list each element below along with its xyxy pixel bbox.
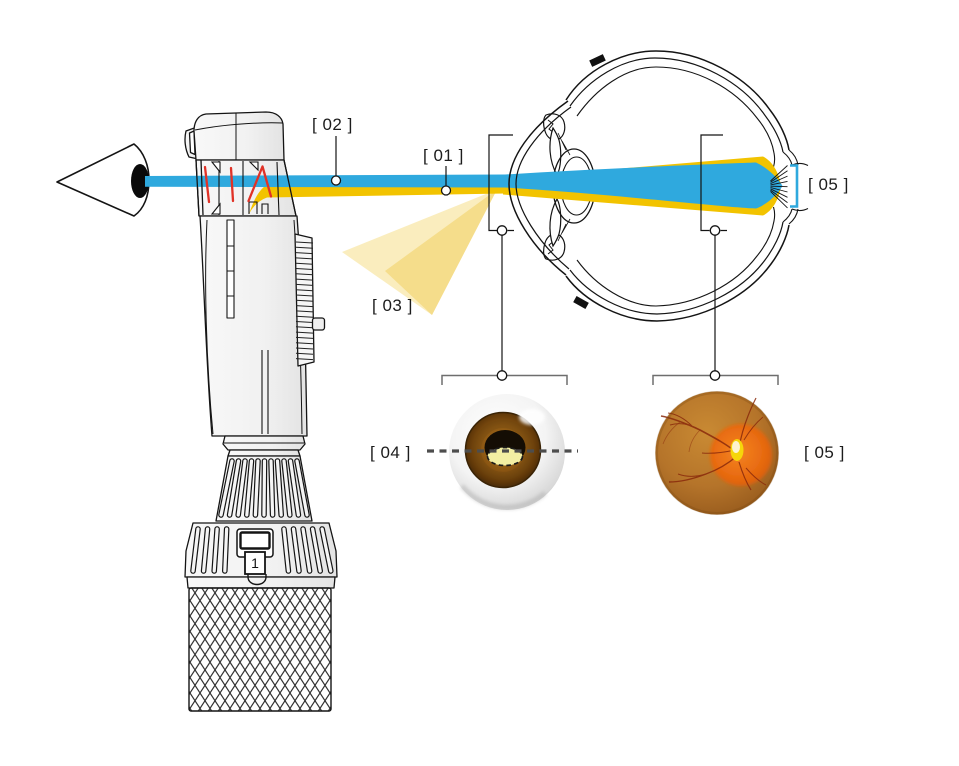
collar-ribs [218,458,310,518]
observer-pupil [131,164,149,198]
label-05-fundus: [ 05 ] [804,443,845,462]
label-05-retina: [ 05 ] [808,175,849,194]
observation-beam-outer [145,174,505,188]
anterior-eye-photo [427,394,578,510]
light-path-lines [203,165,273,204]
muscle-mark-bottom [573,296,589,309]
label-04: [ 04 ] [370,443,411,462]
retina-span-bracket [790,164,799,208]
focus-wheel-axle [311,317,326,331]
scope-head-cap [193,111,285,161]
overdrawn-lines [195,100,809,276]
anterior-photo-node [496,370,508,381]
dial-ring-ribs [190,526,334,574]
label-02: [ 02 ] [312,115,353,134]
label01-node [440,185,452,196]
cornea-outer [508,100,569,276]
dial-number-box [244,551,266,575]
pupil-callout-bracket [488,134,514,232]
callouts [330,134,799,385]
cornea-inner [515,106,572,270]
divergent-light-wedge [342,189,497,315]
ophthalmoscope-illustration [184,111,338,712]
dial-number: 1 [251,555,259,571]
retina-node [709,225,721,236]
label-03: [ 03 ] [372,296,413,315]
label02-node [330,175,342,186]
label-01: [ 01 ] [423,146,464,165]
scope-dial-window [236,528,274,586]
observer-eye-icon [56,143,150,217]
illumination-beam-outer [249,181,505,214]
pupil-node [496,225,508,236]
scope-ring-band [186,576,336,589]
observation-beam-inner [505,162,783,209]
muscle-mark-top [589,54,606,67]
fundus-photo [655,391,779,515]
optic-nerve-fiber-fan [770,165,788,209]
fundus-photo-node [709,370,721,381]
scope-body [199,215,308,437]
retina-callout-bracket [700,134,727,232]
beams [145,156,783,216]
scope-handle [188,587,332,712]
focus-wheel-ribs [295,241,314,361]
